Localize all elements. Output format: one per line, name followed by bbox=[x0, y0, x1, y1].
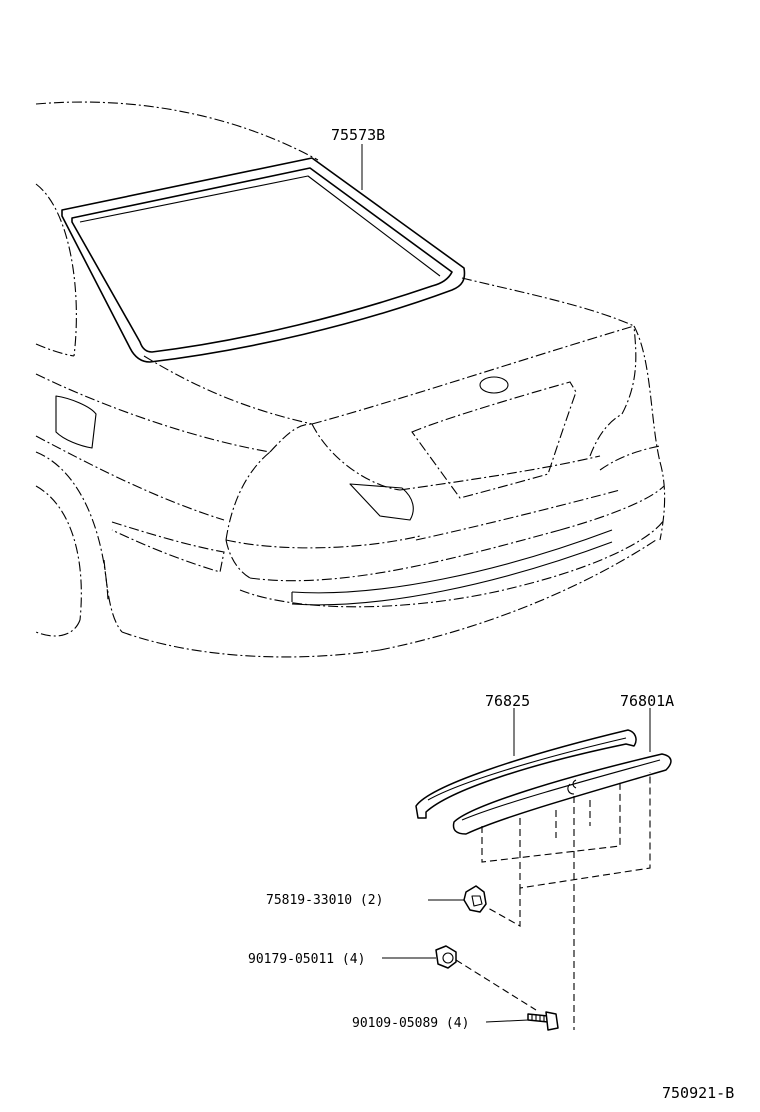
callout-windshield-weatherstrip: 75573B bbox=[331, 126, 385, 144]
callout-nut: 90179-05011 (4) bbox=[248, 952, 365, 967]
fastener-position-lines bbox=[481, 772, 651, 1030]
diagram-code: 750921-B bbox=[662, 1084, 734, 1102]
car-body-outline bbox=[35, 101, 666, 658]
callout-clip: 75819-33010 (2) bbox=[266, 893, 383, 908]
callout-garnish-molding: 76825 bbox=[485, 692, 530, 710]
bolt-part bbox=[527, 1011, 559, 1031]
clip-part bbox=[463, 885, 487, 913]
leader-lines bbox=[361, 144, 651, 1023]
garnish-molding-part bbox=[415, 729, 637, 819]
rear-window-weatherstrip bbox=[61, 157, 466, 363]
nut-part bbox=[435, 945, 537, 1011]
luggage-garnish-part bbox=[452, 753, 672, 835]
callout-bolt: 90109-05089 (4) bbox=[352, 1016, 469, 1031]
callout-luggage-garnish: 76801A bbox=[620, 692, 674, 710]
